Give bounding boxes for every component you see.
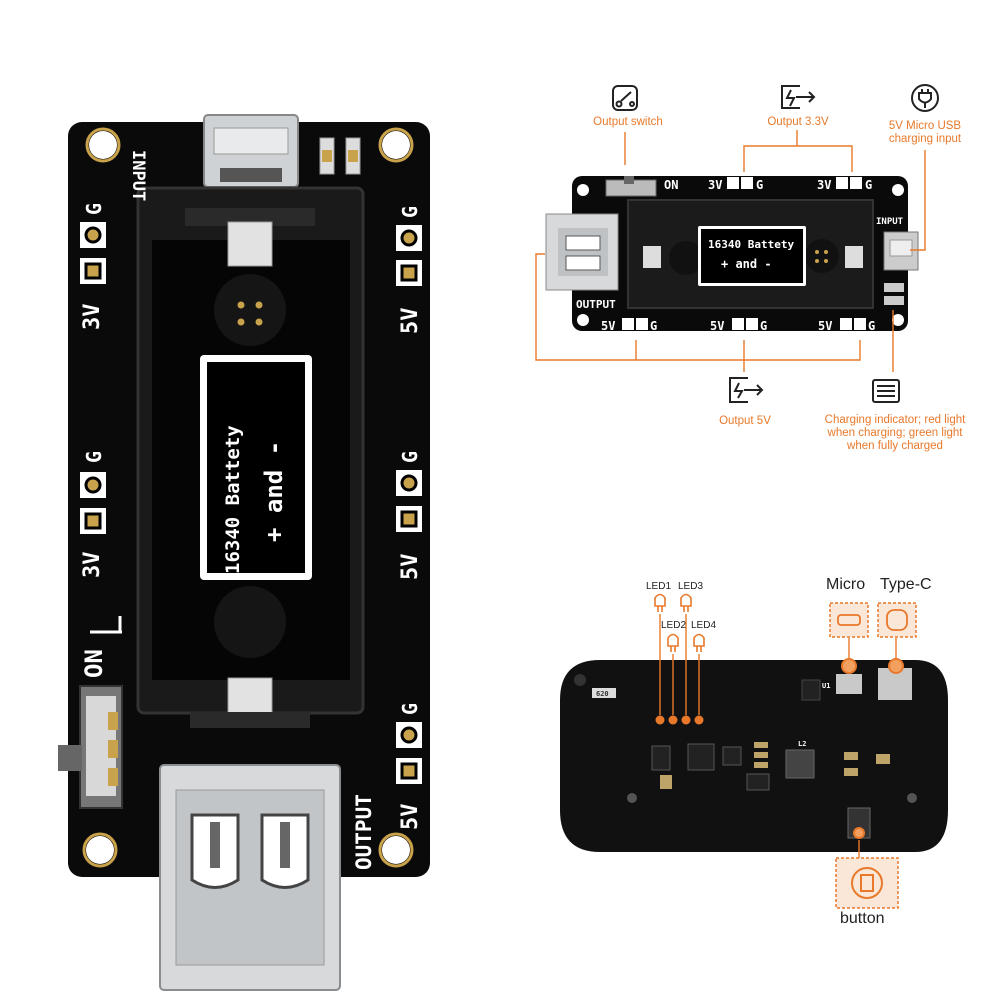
tr-g-3: G: [650, 319, 658, 333]
micro-label: Micro: [826, 576, 866, 593]
led4-label: LED4: [691, 620, 717, 631]
tr-input: INPUT: [876, 217, 904, 227]
tr-g-4: G: [760, 319, 768, 333]
output-switch-label: Output switch: [593, 116, 663, 128]
type-c-icon: [877, 602, 917, 638]
tr-battery-line2: + and -: [721, 257, 772, 271]
button-icon: [835, 857, 899, 909]
indicator-line3: when fully charged: [847, 440, 943, 452]
tr-g-2: G: [865, 178, 873, 192]
tr-5v-3: 5V: [818, 319, 833, 333]
tr-3v-1: 3V: [708, 178, 723, 192]
led-strip-icon: [872, 379, 900, 403]
tr-output: OUTPUT: [576, 298, 616, 311]
tr-g-5: G: [868, 319, 876, 333]
output-33v-label: Output 3.3V: [767, 116, 829, 128]
output-5v-label: Output 5V: [719, 415, 771, 427]
led-icon: [654, 593, 705, 652]
switch-icon: [612, 85, 638, 111]
silk-620: 620: [596, 690, 609, 698]
tr-5v-1: 5V: [601, 319, 616, 333]
charging-input-line1: 5V Micro USB: [888, 120, 962, 132]
charging-input-line2: charging input: [888, 133, 962, 145]
tr-on: ON: [664, 178, 679, 192]
tr-battery-line1: 16340 Battety: [708, 238, 795, 251]
silk-u1: U1: [822, 682, 831, 690]
silk-l2: L2: [798, 740, 807, 748]
tr-3v-2: 3V: [817, 178, 832, 192]
led1-label: LED1: [646, 581, 672, 592]
power-out-icon-5v: [729, 377, 764, 403]
indicator-line1: Charging indicator; red light: [824, 414, 966, 426]
led3-label: LED3: [678, 581, 704, 592]
plug-icon: [911, 84, 939, 112]
micro-usb-icon: [829, 602, 869, 638]
tr-5v-2: 5V: [710, 319, 725, 333]
tr-g-1: G: [756, 178, 764, 192]
button-label: button: [840, 910, 885, 927]
indicator-line2: when charging; green light: [827, 427, 963, 439]
led2-label: LED2: [661, 620, 687, 631]
type-c-label: Type-C: [880, 576, 932, 593]
power-out-icon: [781, 85, 816, 109]
